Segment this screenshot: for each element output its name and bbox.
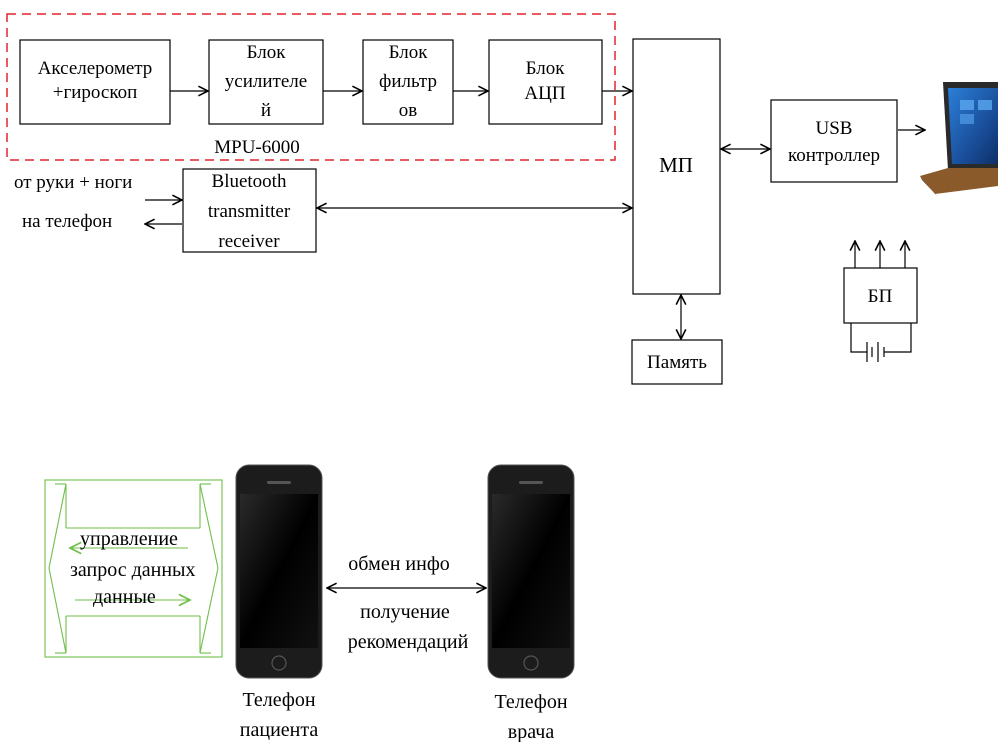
bluetooth-label-1: Bluetooth xyxy=(212,171,287,192)
mpu-group-border xyxy=(6,13,616,161)
amplifier-block xyxy=(208,39,324,125)
exchange-label: обмен инфо xyxy=(348,553,450,575)
accelerometer-block xyxy=(19,39,171,125)
memory-label: Память xyxy=(647,352,707,373)
adc-label-2: АЦП xyxy=(524,83,565,104)
control-label: управление xyxy=(80,528,178,550)
doctor-phone-icon xyxy=(487,464,575,679)
accelerometer-label-2: +гироскоп xyxy=(53,82,138,103)
accelerometer-label-1: Акселерометр xyxy=(38,58,153,79)
doctor-phone-label-2: врача xyxy=(508,721,555,742)
filter-label-2: фильтр xyxy=(379,71,437,92)
mp-label: МП xyxy=(659,153,693,177)
bluetooth-label-2: transmitter xyxy=(208,201,291,222)
laptop-icon xyxy=(920,82,998,197)
filter-label-1: Блок xyxy=(389,42,429,63)
from-limbs-label: от руки + ноги xyxy=(14,172,132,193)
filter-label-3: ов xyxy=(399,100,418,121)
usb-label-2: контроллер xyxy=(788,145,880,166)
data-label: данные xyxy=(93,586,156,608)
usb-label-1: USB xyxy=(816,118,853,139)
doctor-phone-label-1: Телефон xyxy=(494,691,567,713)
power-supply-label: БП xyxy=(868,286,893,307)
recommendations-label-2: рекомендаций xyxy=(348,631,469,653)
recommendations-label-1: получение xyxy=(360,601,450,623)
amplifier-label-2: усилителе xyxy=(225,71,307,92)
adc-block xyxy=(488,39,603,125)
patient-phone-label-1: Телефон xyxy=(242,689,315,711)
bluetooth-label-3: receiver xyxy=(218,231,280,252)
filter-block xyxy=(362,39,454,125)
battery-icon xyxy=(850,323,912,362)
patient-phone-icon xyxy=(235,464,323,679)
patient-phone-label-2: пациента xyxy=(240,719,319,741)
request-label: запрос данных xyxy=(70,559,196,581)
usb-controller-block xyxy=(770,99,898,183)
adc-label-1: Блок xyxy=(526,58,566,79)
bluetooth-block xyxy=(182,168,317,253)
amplifier-label-1: Блок xyxy=(247,42,287,63)
mpu-label: MPU-6000 xyxy=(214,137,300,158)
power-supply-block xyxy=(843,267,918,324)
mp-block xyxy=(632,38,721,295)
to-phone-label: на телефон xyxy=(22,211,112,232)
amplifier-label-3: й xyxy=(261,100,271,121)
data-flow-frame xyxy=(44,479,223,658)
